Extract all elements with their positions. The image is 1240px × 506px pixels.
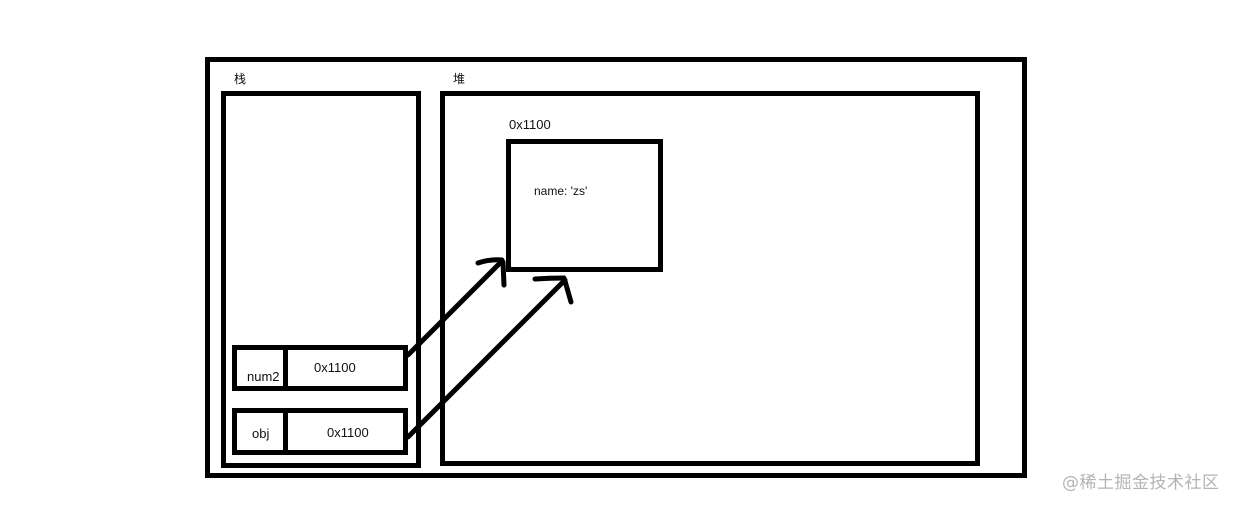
variable-name-obj: obj <box>252 426 270 441</box>
variable-value-obj: 0x1100 <box>327 425 369 440</box>
heap-object <box>506 139 663 272</box>
heap-title: 堆 <box>453 72 466 86</box>
stack-cell-divider <box>283 345 288 391</box>
stack-title: 栈 <box>234 72 247 86</box>
heap-object-address: 0x1100 <box>509 117 551 132</box>
variable-name-num2: num2 <box>247 369 280 384</box>
memory-frame <box>205 57 1027 478</box>
watermark: @稀土掘金技术社区 <box>1062 473 1220 493</box>
stack-cell-divider <box>283 408 288 455</box>
variable-value-num2: 0x1100 <box>314 360 356 375</box>
heap-object-content: name: 'zs' <box>534 184 588 198</box>
